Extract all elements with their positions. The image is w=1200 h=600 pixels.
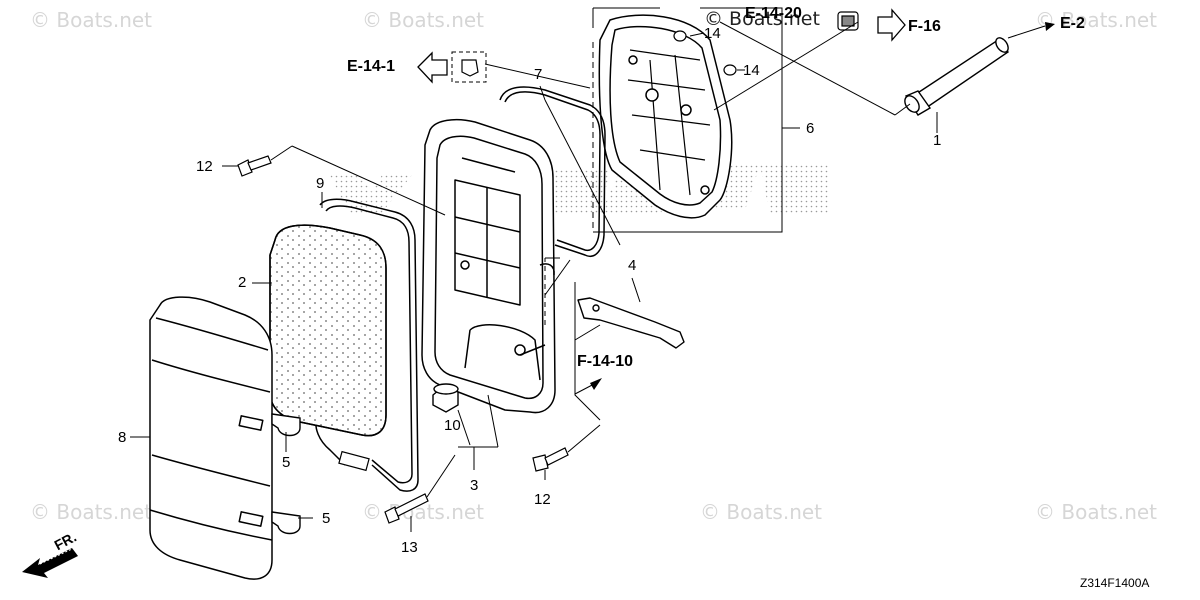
part-12-bolt-lower: [532, 447, 569, 472]
nut-boxed: [451, 51, 487, 83]
callout-6: 6: [806, 120, 815, 137]
callout-14-upper: 14: [704, 25, 721, 42]
callout-9: 9: [316, 175, 325, 192]
f16-arrow-icon: [877, 8, 906, 42]
callout-5-upper: 5: [282, 454, 291, 471]
part-5-clip-lower: [271, 511, 301, 535]
watermark: © Boats.net: [1035, 8, 1158, 32]
part-5-clip-upper: [271, 413, 301, 437]
callout-5-lower: 5: [322, 510, 331, 527]
callout-4: 4: [628, 257, 637, 274]
watermark-overlay: © Boats.net: [704, 8, 820, 30]
watermark: © Boats.net: [30, 500, 153, 524]
front-arrow-icon: [22, 547, 78, 578]
callout-3: 3: [470, 477, 479, 494]
e2-arrowhead: [1045, 22, 1055, 31]
part-10-grommet: [432, 383, 459, 413]
part-14-grommet-upper: [673, 30, 687, 42]
callout-12-upper: 12: [196, 158, 213, 175]
diagram-code: Z314F1400A: [1080, 576, 1150, 590]
honda-logo-background: [330, 165, 830, 215]
callout-2: 2: [238, 274, 247, 291]
part-6-cover: [598, 14, 733, 219]
callout-1: 1: [933, 132, 942, 149]
part-14-grommet-lower: [723, 64, 737, 76]
callout-12-lower: 12: [534, 491, 551, 508]
part-4-bracket: [577, 297, 685, 349]
ref-f-16: F-16: [908, 18, 941, 35]
part-12-bolt-upper: [237, 155, 272, 177]
part-13-bolt: [384, 493, 429, 524]
ref-e-2: E-2: [1060, 15, 1085, 32]
part-7-gasket: [499, 86, 606, 257]
part-3-case: [421, 118, 556, 414]
watermark: © Boats.net: [362, 8, 485, 32]
callout-10: 10: [444, 417, 461, 434]
leader-lines: [130, 21, 1046, 532]
part-2-foam-element: [269, 224, 387, 437]
breather-fitting: [837, 11, 859, 31]
part-6-bracket: [592, 7, 783, 233]
watermark: © Boats.net: [700, 500, 823, 524]
callout-13: 13: [401, 539, 418, 556]
e14-1-arrow-icon: [417, 51, 448, 84]
callout-7: 7: [534, 66, 543, 83]
ref-f-14-10: F-14-10: [577, 353, 634, 370]
part-1-tube: [904, 37, 1010, 116]
part-3-bracket: [544, 257, 601, 421]
watermark: © Boats.net: [30, 8, 153, 32]
callout-14-lower: 14: [743, 62, 760, 79]
ref-e-14-1: E-14-1: [347, 58, 396, 75]
callout-8: 8: [118, 429, 127, 446]
f14-10-arrowhead: [590, 378, 602, 390]
ref-e-14-20: E-14-20: [745, 5, 802, 22]
part-8-outer-cover: [149, 296, 273, 580]
watermark: © Boats.net: [1035, 500, 1158, 524]
